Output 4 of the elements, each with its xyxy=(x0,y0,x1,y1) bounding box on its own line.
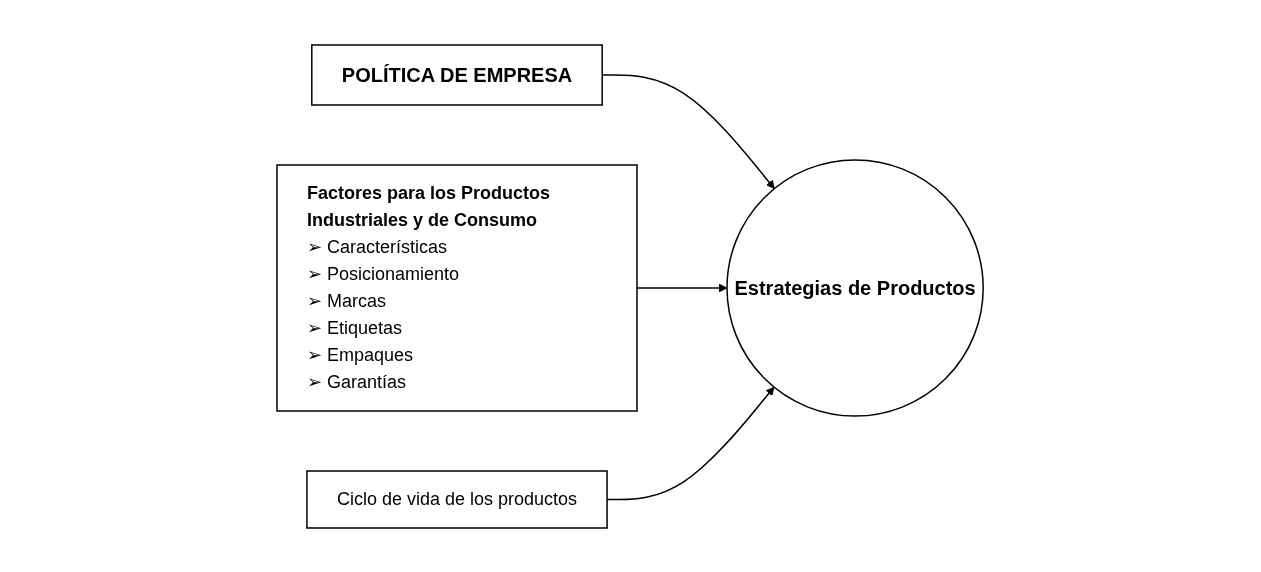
node-box: POLÍTICA DE EMPRESA xyxy=(311,43,604,106)
node-circle: Estrategias de Productos xyxy=(726,158,985,417)
node-box: Ciclo de vida de los productos xyxy=(306,469,609,529)
node-box: Factores para los Productos Industriales y de Consumo ➢ Características ➢ Posicionamiento ➢ Marcas ➢ Etiquetas ➢ Empaques ➢ Garantías xyxy=(276,163,639,412)
